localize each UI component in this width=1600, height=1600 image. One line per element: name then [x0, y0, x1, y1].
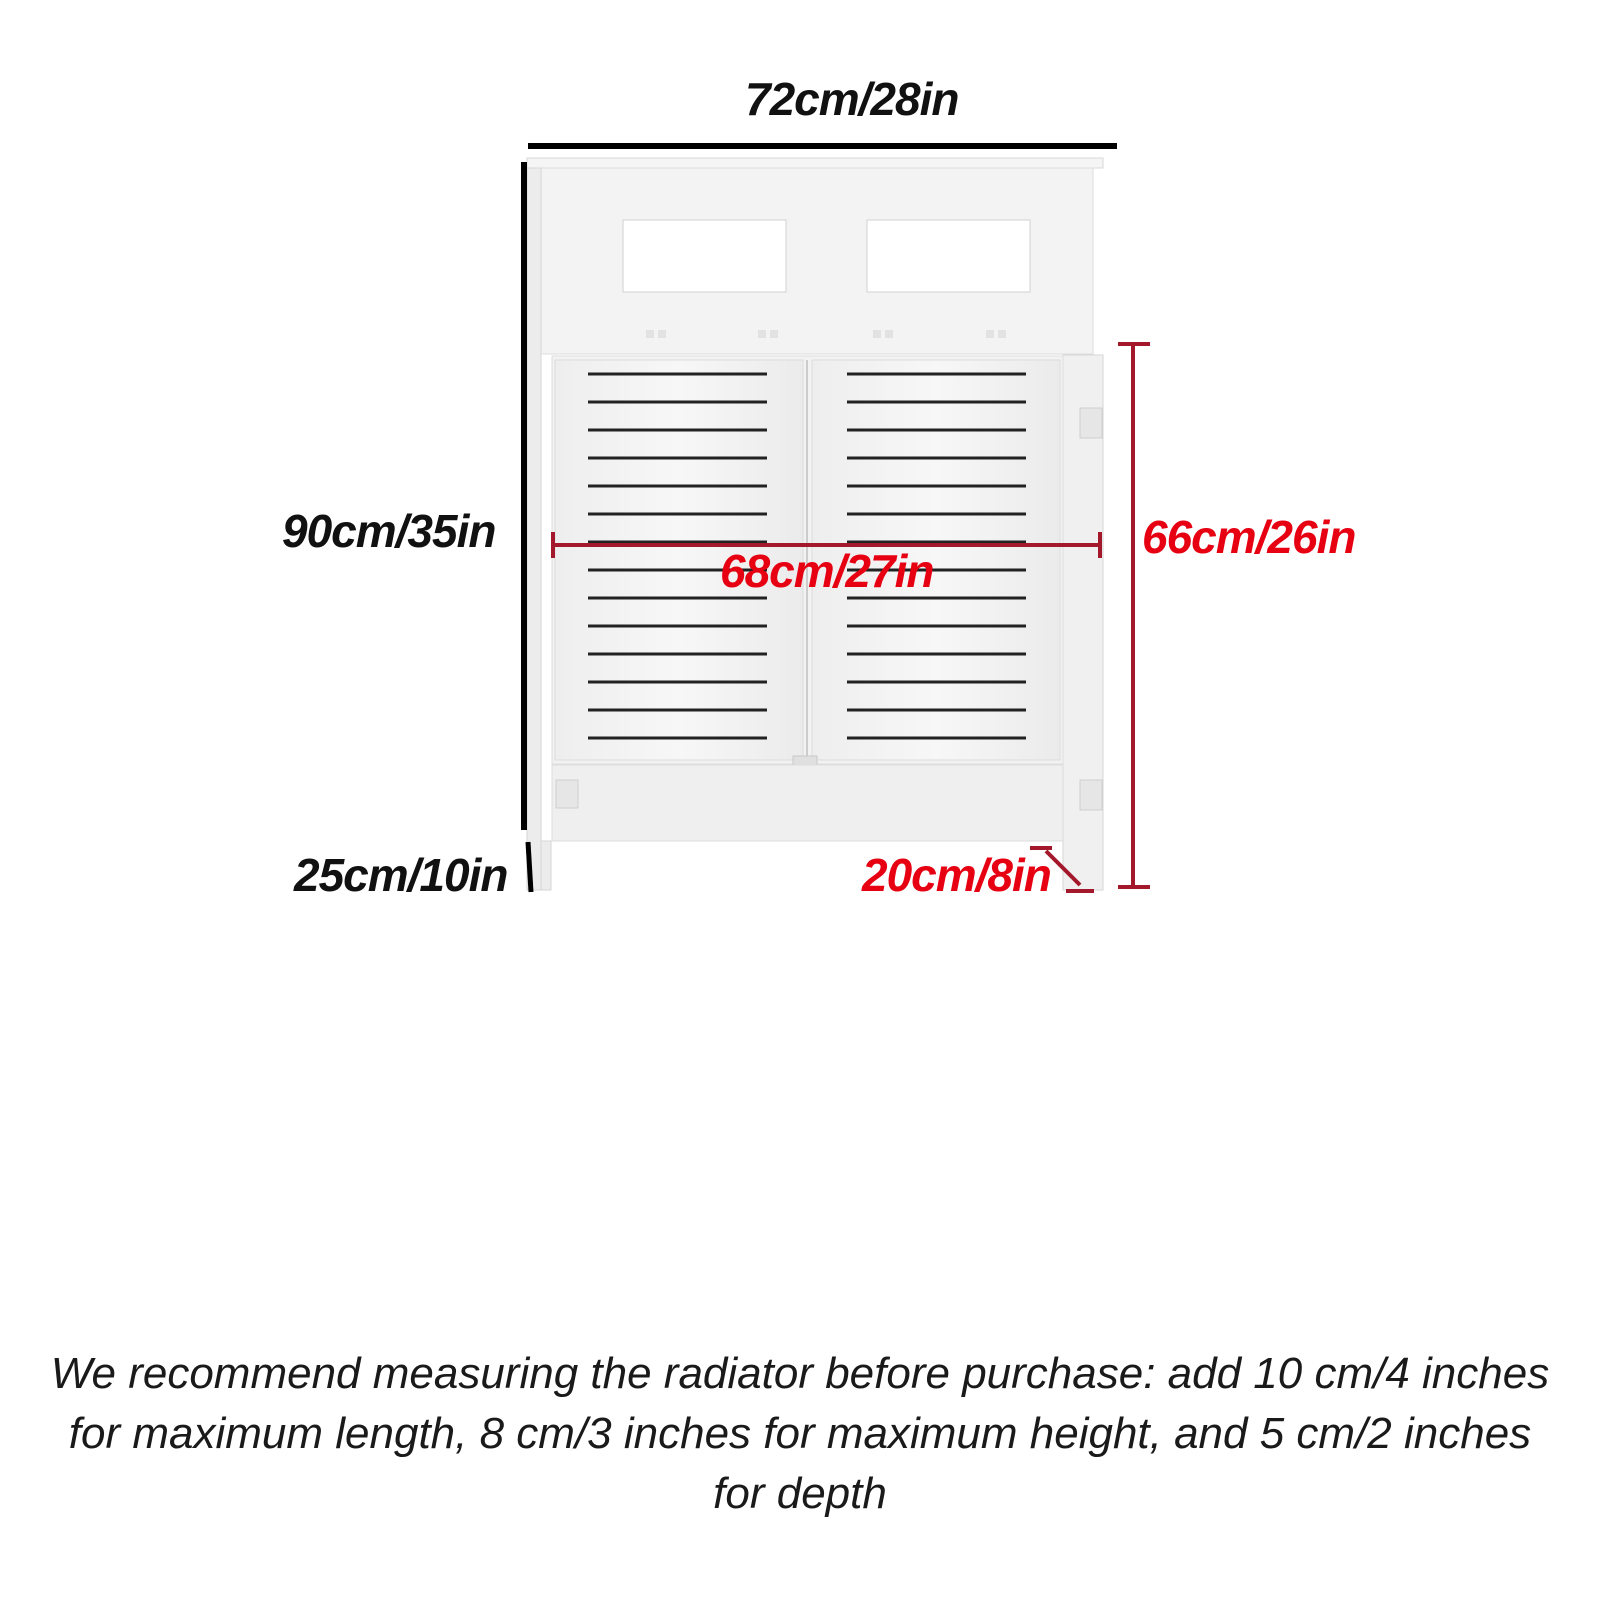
depth-label: 20cm/8in	[862, 849, 1052, 901]
cabinet-bottom-rail	[551, 764, 1064, 842]
vent-window-left	[622, 219, 787, 293]
width-label: 72cm/28in	[745, 73, 959, 125]
cabinet-top-board	[526, 157, 1104, 169]
door-left	[554, 359, 804, 761]
inner-width-label: 68cm/27in	[720, 545, 934, 597]
depth-dimension-line	[1044, 849, 1082, 887]
black-dimension-lines	[521, 143, 1117, 893]
cabinet-leg-left	[540, 840, 552, 891]
hinge-top	[1079, 407, 1103, 439]
measuring-note: We recommend measuring the radiator befo…	[50, 1349, 1550, 1518]
slats-right	[847, 372, 1026, 740]
cabinet	[526, 157, 1104, 891]
vent-window-right	[866, 219, 1031, 293]
hinge-bottom	[1079, 779, 1103, 811]
slats-left	[588, 372, 767, 740]
leg-height-dimension-line	[525, 841, 534, 893]
peg-marks	[646, 330, 1006, 338]
inner-height-label: 66cm/26in	[1142, 511, 1356, 563]
leg-height-label: 25cm/10in	[294, 849, 508, 901]
door-right	[811, 359, 1061, 761]
cabinet-left-side	[526, 167, 542, 891]
red-dimension-lines	[551, 342, 1150, 893]
height-label: 90cm/35in	[282, 505, 496, 557]
rail-bracket	[555, 779, 579, 809]
